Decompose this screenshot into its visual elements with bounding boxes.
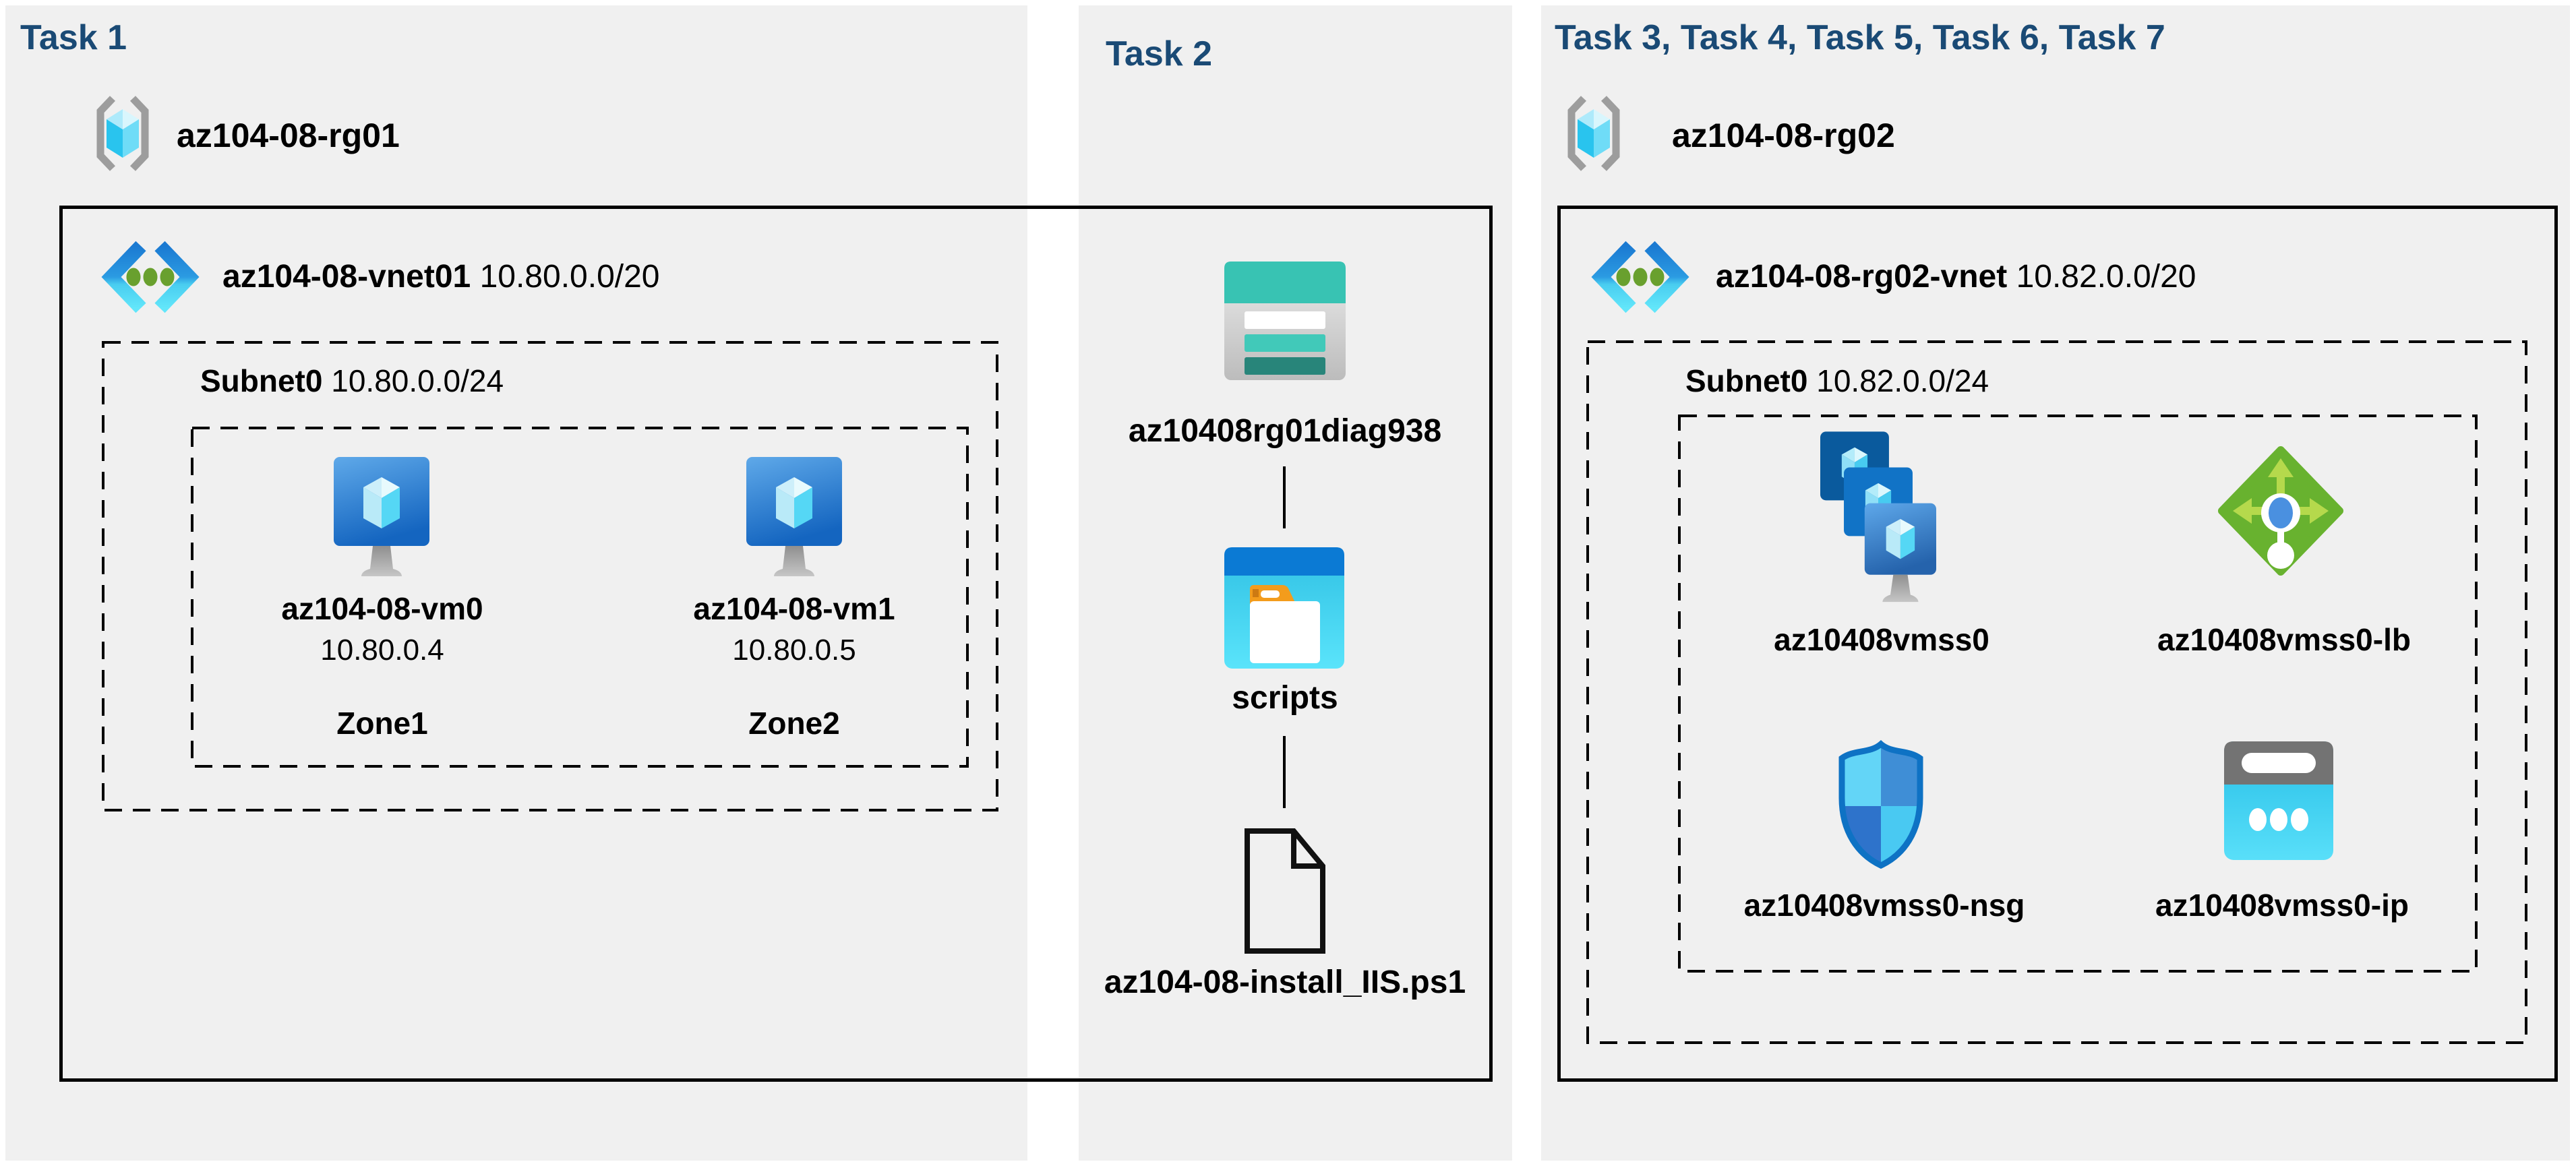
vnet1-boundary-box [59, 206, 1493, 1082]
virtual-machine-icon [334, 457, 429, 576]
rg2-label: az104-08-rg02 [1672, 117, 1895, 154]
subnet1-name: Subnet0 [200, 363, 323, 398]
resource-group-icon [96, 96, 149, 171]
vm0-ip: 10.80.0.4 [320, 634, 444, 667]
public-ip-label: az10408vmss0-ip [2155, 888, 2409, 923]
vmss-group-dashed-box [1678, 415, 2478, 973]
subnet1-cidr: 10.80.0.0/24 [331, 363, 504, 398]
zone-group-dashed-box [191, 427, 969, 768]
virtual-network-icon [101, 241, 200, 313]
vnet1-cidr: 10.80.0.0/20 [479, 259, 660, 295]
vnet2-name: az104-08-rg02-vnet [1716, 259, 2008, 295]
vm1-labels: az104-08-vm1 10.80.0.5 Zone2 [666, 590, 922, 741]
resource-group-icon [1567, 96, 1620, 171]
load-balancer-icon [2218, 446, 2343, 576]
vm1-ip: 10.80.0.5 [732, 634, 856, 667]
vnet2-boundary-box [1557, 206, 2558, 1082]
vm0-labels: az104-08-vm0 10.80.0.4 Zone1 [254, 590, 510, 741]
panel-task3-7 [1541, 5, 2570, 1161]
file-icon [1245, 828, 1325, 954]
task3-7-title: Task 3, Task 4, Task 5, Task 6, Task 7 [1555, 18, 2165, 57]
storage-account-icon [1224, 262, 1346, 380]
vnet1-label: az104-08-vnet01 10.80.0.0/20 [222, 258, 659, 295]
subnet2-name: Subnet0 [1685, 363, 1808, 398]
nsg-label: az10408vmss0-nsg [1743, 888, 2025, 923]
connector-storage-to-container [1283, 466, 1286, 528]
vm0-zone: Zone1 [336, 706, 428, 741]
vm1-zone: Zone2 [748, 706, 840, 741]
vm0-name: az104-08-vm0 [281, 591, 483, 626]
container-label: scripts [1232, 680, 1338, 716]
task2-title: Task 2 [1106, 34, 1213, 73]
virtual-network-icon [1591, 241, 1689, 313]
virtual-machine-icon [746, 457, 842, 576]
vnet1-name: az104-08-vnet01 [222, 259, 471, 295]
panel-task1 [5, 5, 1027, 1161]
vnet2-label: az104-08-rg02-vnet 10.82.0.0/20 [1716, 258, 2196, 295]
nsg-icon [1838, 740, 1923, 869]
vmss-label: az10408vmss0 [1774, 622, 1989, 657]
task1-title: Task 1 [20, 18, 127, 57]
load-balancer-label: az10408vmss0-lb [2157, 622, 2411, 657]
storage-account-label: az10408rg01diag938 [1128, 413, 1442, 449]
subnet2-dashed-box [1586, 340, 2527, 1044]
blob-container-icon [1224, 547, 1344, 669]
subnet2-cidr: 10.82.0.0/24 [1816, 363, 1989, 398]
subnet2-label: Subnet0 10.82.0.0/24 [1685, 363, 1989, 399]
vm-scale-set-icon [1820, 431, 1936, 603]
public-ip-icon [2224, 741, 2333, 860]
script-file-label: az104-08-install_IIS.ps1 [1104, 964, 1466, 1000]
subnet1-label: Subnet0 10.80.0.0/24 [200, 363, 504, 399]
rg1-label: az104-08-rg01 [177, 117, 400, 154]
connector-container-to-file [1283, 736, 1286, 808]
vm1-name: az104-08-vm1 [693, 591, 895, 626]
vnet2-cidr: 10.82.0.0/20 [2016, 259, 2196, 295]
